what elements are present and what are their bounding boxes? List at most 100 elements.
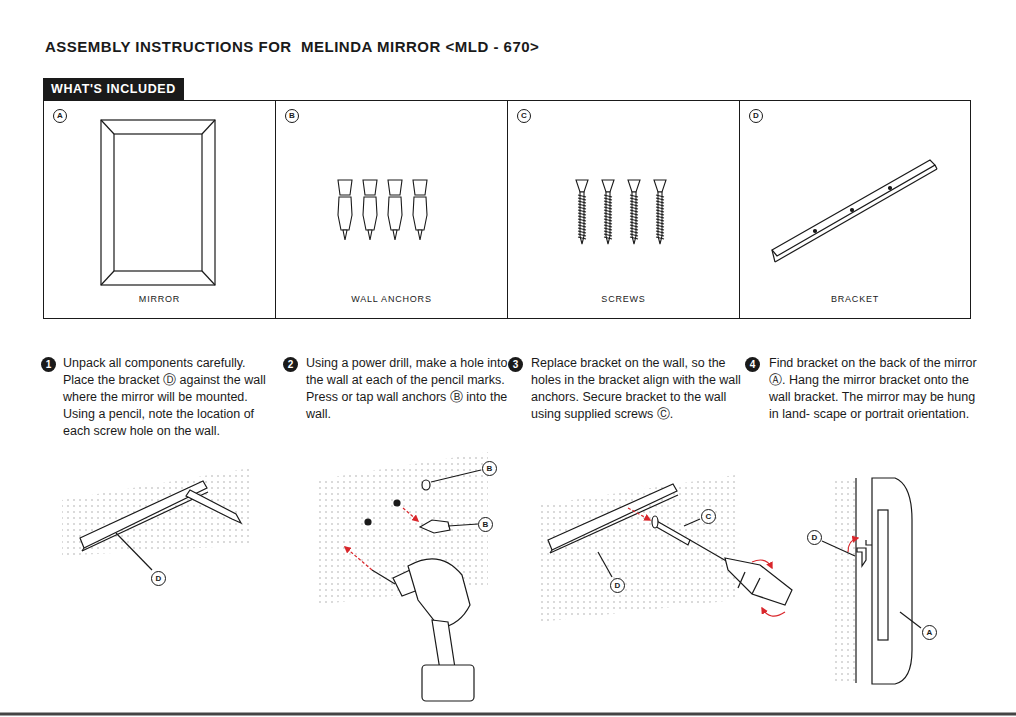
screw-thread	[604, 201, 612, 203]
screw-thread	[578, 216, 586, 218]
step-number: 1	[41, 357, 56, 372]
screw-thread	[630, 228, 638, 230]
anchor-body	[338, 197, 352, 230]
part-name: WALL ANCHORS	[276, 294, 507, 304]
screw-thread	[578, 201, 586, 203]
screw-head	[576, 180, 588, 192]
screw-thread	[604, 222, 612, 224]
screw-thread	[578, 219, 586, 221]
step-text: Find bracket on the back of the mirror Ⓐ…	[769, 355, 981, 423]
screw-thread	[630, 198, 638, 200]
screw-thread	[630, 204, 638, 206]
callout-letter: C	[701, 509, 716, 524]
anchor-body	[413, 197, 427, 230]
screw-thread	[578, 225, 586, 227]
screw-thread	[604, 219, 612, 221]
screw-thread	[604, 225, 612, 227]
screw-thread	[630, 231, 638, 233]
screw-thread	[604, 231, 612, 233]
screw-thread	[604, 207, 612, 209]
screw-thread	[630, 225, 638, 227]
callout-letter: B	[482, 461, 497, 476]
screw-head	[602, 180, 614, 192]
screw-thread	[630, 237, 638, 239]
screw-thread	[656, 207, 664, 209]
anchor-tip	[393, 230, 397, 240]
anchor-body	[388, 197, 402, 230]
parts-panel: A MIRROR	[43, 100, 276, 319]
screw-thread	[656, 213, 664, 215]
screw-thread	[604, 213, 612, 215]
anchor-tip	[418, 230, 422, 240]
screw-thread	[656, 195, 664, 197]
anchor-head	[388, 180, 402, 195]
anchor-head	[338, 180, 352, 195]
screw-thread	[630, 207, 638, 209]
screw-thread	[656, 198, 664, 200]
callout-letter: A	[922, 625, 937, 640]
screw-thread	[656, 216, 664, 218]
screw-thread	[656, 222, 664, 224]
screw-thread	[578, 213, 586, 215]
screw-thread	[656, 234, 664, 236]
screw-thread	[604, 195, 612, 197]
step-number: 3	[508, 357, 523, 372]
anchor-tip	[368, 230, 372, 240]
callout-letter: D	[151, 571, 166, 586]
screw-thread	[656, 219, 664, 221]
callout-letter: D	[610, 578, 625, 593]
screw-thread	[656, 204, 664, 206]
title: ASSEMBLY INSTRUCTIONS FOR MELINDA MIRROR…	[45, 38, 539, 55]
screw-thread	[656, 201, 664, 203]
step-text: Unpack all components carefully. Place t…	[63, 355, 275, 440]
screw-thread	[604, 204, 612, 206]
section-heading: WHAT'S INCLUDED	[51, 82, 176, 96]
screw-thread	[630, 201, 638, 203]
parts-panel: D BRACKET	[739, 100, 971, 319]
section-band: WHAT'S INCLUDED	[43, 78, 184, 100]
screw-thread	[578, 237, 586, 239]
screw-thread	[656, 225, 664, 227]
part-letter: A	[53, 109, 67, 123]
step-text: Replace bracket on the wall, so the hole…	[531, 355, 743, 423]
screw-thread	[630, 222, 638, 224]
screw-thread	[656, 237, 664, 239]
screw-thread	[604, 210, 612, 212]
screw-head	[654, 180, 666, 192]
step-text: Using a power drill, make a hole into th…	[306, 355, 518, 423]
screw-thread	[578, 222, 586, 224]
screw-thread	[630, 210, 638, 212]
screw-thread	[604, 198, 612, 200]
callout-letter: D	[807, 530, 822, 545]
anchor-head	[363, 180, 377, 195]
screw-thread	[578, 231, 586, 233]
part-name: BRACKET	[740, 294, 970, 304]
screw-thread	[578, 228, 586, 230]
screw-thread	[630, 219, 638, 221]
screw-thread	[578, 210, 586, 212]
screw-thread	[630, 234, 638, 236]
screw-thread	[656, 210, 664, 212]
screw-thread	[604, 234, 612, 236]
screw-thread	[630, 216, 638, 218]
screw-thread	[578, 198, 586, 200]
screw-thread	[656, 228, 664, 230]
screw-thread	[604, 237, 612, 239]
parts-panel: BWALL ANCHORS	[275, 100, 508, 319]
step-number: 4	[745, 357, 760, 372]
screw-thread	[578, 207, 586, 209]
part-letter: D	[749, 109, 763, 123]
screw-thread	[630, 195, 638, 197]
anchor-body	[363, 197, 377, 230]
screw-thread	[604, 228, 612, 230]
parts-panel: C SCREWS	[507, 100, 740, 319]
part-name: MIRROR	[44, 294, 275, 304]
screw-head	[628, 180, 640, 192]
step-number: 2	[283, 357, 298, 372]
callout-letter: B	[478, 517, 493, 532]
screw-thread	[578, 234, 586, 236]
screw-thread	[578, 195, 586, 197]
part-letter: C	[517, 109, 531, 123]
part-name: SCREWS	[508, 294, 739, 304]
screw-thread	[604, 216, 612, 218]
